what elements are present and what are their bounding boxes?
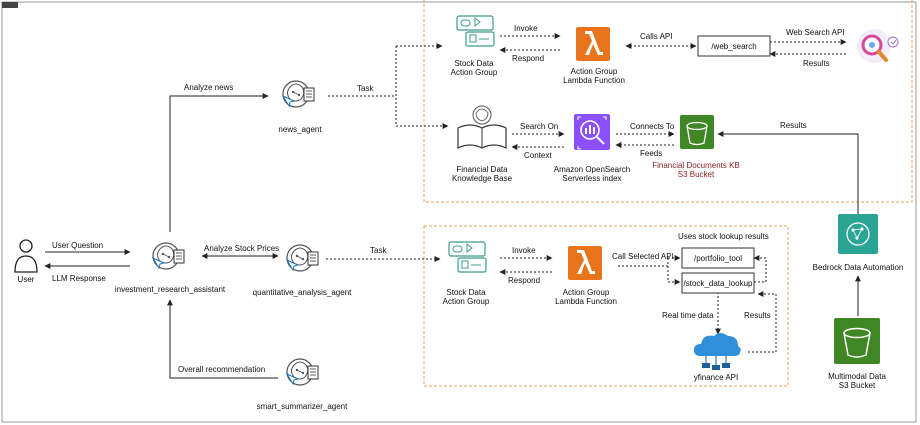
opensearch-icon-bg [574,114,610,150]
portfolio-tool-box [681,247,755,269]
bedrock-icon-bg [838,214,878,254]
label-news-lambda-line2: Lambda Function [563,76,625,85]
node-news-lambda[interactable]: Action Group Lambda Function [563,27,625,85]
web-search-tool-box [697,35,771,57]
label-opensearch-line2: Serverless index [562,174,621,183]
label-financial-docs-bucket-line1: Financial Documents KB [652,161,740,170]
lambda-icon [576,27,610,61]
label-user-question: User Question [52,241,103,250]
label-connects-to: Connects To [630,122,675,131]
label-results-bucket: Results [780,121,807,130]
label-news-action-group-line1: Stock Data [454,59,494,68]
label-user: User [18,275,35,284]
label-analyze-news: Analyze news [184,83,233,92]
label-portfolio-tool: /portfolio_tool [694,254,742,263]
node-smart-summarizer-agent[interactable]: smart_summarizer_agent [257,358,348,411]
stock-lookup-tool-box [681,272,755,294]
label-quantitative-analysis-agent: quantitative_analysis_agent [253,288,353,297]
action-group-icon [448,241,487,273]
edge-results-yfinance [748,291,777,353]
label-respond-top: Respond [512,54,544,63]
label-bedrock-automation: Bedrock Data Automation [813,263,904,272]
label-multimodal-bucket-line2: S3 Bucket [839,381,876,390]
multimodal-bucket-bg [834,318,880,364]
label-knowledge-base-line1: Financial Data [456,165,508,174]
label-llm-response: LLM Response [52,274,106,283]
label-quant-lambda-line2: Lambda Function [555,297,617,306]
label-context: Context [524,151,552,160]
node-quant-action-group[interactable]: Stock Data Action Group [443,241,490,306]
label-uses-lookup-results: Uses stock lookup results [678,232,769,241]
agent-icon [282,80,315,108]
news-tools-frame [423,0,913,203]
node-news-agent[interactable]: news_agent [278,80,322,134]
label-news-task: Task [357,84,374,93]
label-call-selected-api: Call Selected API [612,252,674,261]
agent-icon [286,358,319,386]
s3-bucket-icon [834,318,880,364]
label-results-yfinance: Results [744,311,771,320]
node-news-action-group[interactable]: Stock Data Action Group [451,15,498,77]
label-respond-bottom: Respond [508,276,540,285]
node-investment-research-assistant[interactable]: investment_research_assistant [115,242,226,294]
edge-analyze-news [169,93,269,232]
label-investment-research-assistant: investment_research_assistant [115,285,226,294]
label-search-on: Search On [520,122,558,131]
s3-bucket-icon [679,114,715,150]
label-quant-action-group-line2: Action Group [443,297,490,306]
edge-results-bucket [717,131,859,214]
label-news-lambda-line1: Action Group [571,67,618,76]
node-bedrock-automation[interactable]: Bedrock Data Automation [813,214,904,272]
lambda-icon [568,246,602,280]
node-user[interactable]: User [14,239,38,284]
node-multimodal-bucket[interactable]: Multimodal Data S3 Bucket [828,318,886,390]
agent-icon [286,244,319,272]
label-calls-api: Calls API [640,32,672,41]
label-smart-summarizer-agent: smart_summarizer_agent [257,402,348,411]
node-portfolio-tool[interactable]: /portfolio_tool [681,247,755,269]
label-yfinance: yfinance API [694,373,738,382]
node-quantitative-analysis-agent[interactable]: quantitative_analysis_agent [253,244,353,297]
quant-tools-frame [423,225,789,387]
edge-uses-lookup-results [753,255,767,283]
node-knowledge-base[interactable]: Financial Data Knowledge Base [452,105,513,183]
cloud-api-icon [694,333,741,370]
label-quant-lambda-line1: Action Group [563,288,610,297]
label-quant-task: Task [370,246,387,255]
label-real-time-data: Real time data [662,311,714,320]
label-news-agent: news_agent [278,125,322,134]
agent-icon [152,242,185,270]
user-icon [14,239,38,273]
edge-overall-recommendation [167,299,278,379]
label-web-search-api: Web Search API [786,28,845,37]
label-overall-recommendation: Overall recommendation [178,365,265,374]
label-invoke-top: Invoke [514,24,538,33]
node-opensearch[interactable]: Amazon OpenSearch Serverless index [554,114,631,183]
knowledge-base-icon [457,105,507,149]
node-stock-lookup-tool[interactable]: /stock_data_lookup [681,272,755,294]
label-quant-action-group-line1: Stock Data [446,288,486,297]
action-group-icon [456,15,495,47]
frame-corner-tab [2,2,18,8]
node-yfinance[interactable]: yfinance API [694,333,741,382]
label-web-search-tool: /web_search [711,42,756,51]
label-opensearch-line1: Amazon OpenSearch [554,165,631,174]
label-results-top: Results [803,59,830,68]
web-search-icon [857,29,899,63]
label-analyze-stock-prices: Analyze Stock Prices [204,244,279,253]
label-multimodal-bucket-line1: Multimodal Data [828,372,886,381]
label-invoke-bottom: Invoke [512,246,536,255]
label-feeds: Feeds [640,149,662,158]
label-knowledge-base-line2: Knowledge Base [452,174,513,183]
opensearch-icon [574,114,610,150]
node-quant-lambda[interactable]: Action Group Lambda Function [555,246,617,306]
label-news-action-group-line2: Action Group [451,68,498,77]
node-web-search-tool[interactable]: /web_search [697,35,771,57]
label-financial-docs-bucket-line2: S3 Bucket [678,170,715,179]
bedrock-automation-icon [838,214,878,254]
node-financial-docs-bucket[interactable]: Financial Documents KB S3 Bucket [652,114,740,179]
label-stock-lookup-tool: /stock_data_lookup [684,279,753,288]
